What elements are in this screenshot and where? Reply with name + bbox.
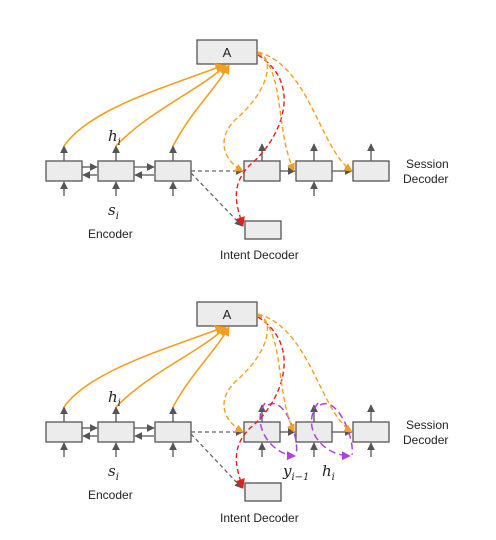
intent-decoder-label: Intent Decoder xyxy=(220,511,299,525)
decoder-hidden-label: hi xyxy=(322,462,335,483)
encoder-cell-3 xyxy=(154,160,192,182)
hidden-state-label: hi xyxy=(108,127,121,148)
session-label-line1: Session xyxy=(406,418,449,432)
panel-bottom: A xyxy=(45,301,449,525)
session-cell-2 xyxy=(295,160,333,182)
attention-curve-3 xyxy=(172,326,230,408)
encoder-cell-2 xyxy=(97,160,135,182)
encoder-cell-1 xyxy=(45,160,83,182)
prev-output-label: yi−1 xyxy=(282,462,309,483)
intent-decoder-label: Intent Decoder xyxy=(220,248,299,262)
attention-box: A xyxy=(196,39,258,65)
attention-curve-3 xyxy=(172,64,230,147)
attention-curve-2 xyxy=(115,326,227,408)
attention-label: A xyxy=(223,45,232,60)
encoder-cell-3 xyxy=(154,421,192,443)
encoder-label: Encoder xyxy=(88,227,133,241)
attention-curve-1 xyxy=(63,325,225,408)
hidden-state-label: hi xyxy=(108,388,121,409)
session-cell-1 xyxy=(243,421,281,443)
session-cell-3 xyxy=(352,160,390,182)
intent-decoder-cell xyxy=(244,482,282,502)
session-label-line2: Decoder xyxy=(403,172,448,186)
input-label: si xyxy=(108,201,119,222)
feedback-curve-2 xyxy=(310,402,351,461)
session-label-line1: Session xyxy=(406,157,449,171)
encoder-cell-1 xyxy=(45,421,83,443)
attention-curve-1 xyxy=(63,63,225,147)
session-cell-3 xyxy=(352,421,390,443)
input-label: si xyxy=(108,462,119,483)
panel-top: A xyxy=(45,39,449,262)
intent-attention-curve xyxy=(235,316,285,489)
session-cell-2 xyxy=(295,421,333,443)
attention-label: A xyxy=(223,307,232,322)
attention-box: A xyxy=(196,301,258,327)
attention-curve-2 xyxy=(115,64,227,147)
session-label-line2: Decoder xyxy=(403,433,448,447)
encoder-label: Encoder xyxy=(88,488,133,502)
feedback-curve-1 xyxy=(259,402,296,461)
intent-decoder-cell xyxy=(244,220,282,240)
intent-attention-curve xyxy=(235,54,285,227)
encoder-cell-2 xyxy=(97,421,135,443)
session-cell-1 xyxy=(243,160,281,182)
